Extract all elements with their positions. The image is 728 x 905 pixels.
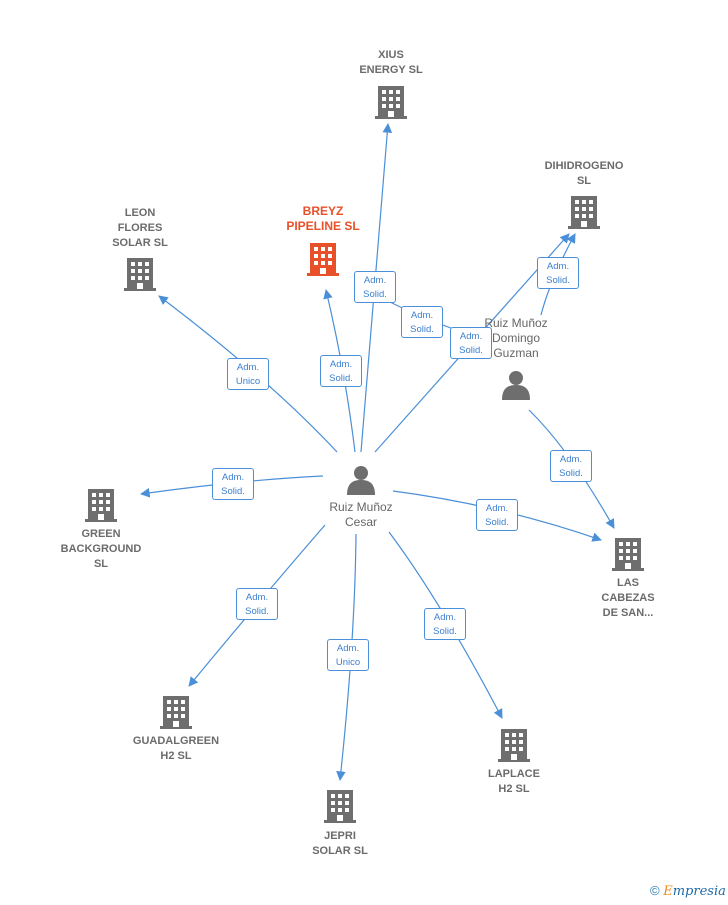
node-label-dihidrogeno[interactable]: DIHIDROGENO SL — [544, 160, 624, 187]
role-badge-text: Solid. — [221, 486, 245, 497]
building-icon-leon[interactable] — [124, 258, 156, 291]
role-badge-cesar-leon[interactable]: Adm. Unico — [227, 358, 269, 390]
building-icon-dihidrogeno[interactable] — [568, 196, 600, 229]
role-badge-cesar-dihidrogeno[interactable]: Adm. Solid. — [450, 327, 492, 359]
person-icon-domingo[interactable] — [502, 371, 530, 400]
role-badge-domingo-xius[interactable]: Adm. Solid. — [401, 306, 443, 338]
role-badge-text: Unico — [235, 376, 261, 387]
role-badge-cesar-cabezas[interactable]: Adm. Solid. — [476, 499, 518, 531]
building-icon-cabezas[interactable] — [612, 538, 644, 571]
building-icon-laplace[interactable] — [498, 729, 530, 762]
node-label-laplace[interactable]: LAPLACE H2 SL — [488, 768, 540, 795]
person-icon-cesar[interactable] — [347, 466, 375, 495]
building-icon-green[interactable] — [85, 489, 117, 522]
role-badge-cesar-xius[interactable]: Adm. Solid. — [354, 271, 396, 303]
role-badge-cesar-laplace[interactable]: Adm. Solid. — [424, 608, 466, 640]
role-badge-text: Solid. — [559, 468, 583, 479]
role-badge-text: Adm. — [546, 261, 570, 272]
role-badge-text: Solid. — [410, 324, 434, 335]
copyright-icon: © — [650, 883, 660, 898]
role-badge-cesar-jepri[interactable]: Adm. Unico — [327, 639, 369, 671]
role-badge-text: Adm. — [485, 503, 509, 514]
role-badge-text: Solid. — [433, 626, 457, 637]
role-badge-cesar-guadalgreen[interactable]: Adm. Solid. — [236, 588, 278, 620]
role-badge-text: Solid. — [485, 517, 509, 528]
role-badge-text: Adm. — [410, 310, 434, 321]
brand-logo[interactable]: Empresia — [663, 884, 726, 899]
building-icon-breyz[interactable] — [307, 243, 339, 276]
role-badge-text: Adm. — [363, 275, 387, 286]
role-badge-text: Solid. — [546, 275, 570, 286]
node-label-jepri[interactable]: JEPRI SOLAR SL — [312, 830, 368, 857]
role-badge-cesar-breyz[interactable]: Adm. Solid. — [320, 355, 362, 387]
role-badge-text: Adm. — [459, 331, 483, 342]
role-badge-domingo-dihidrogeno[interactable]: Adm. Solid. — [537, 257, 579, 289]
node-label-green[interactable]: GREEN BACKGROUND SL — [60, 528, 142, 570]
copyright-footer: © Empresia — [650, 883, 726, 899]
node-label-cesar[interactable]: Ruiz Muñoz Cesar — [329, 500, 393, 529]
node-label-cabezas[interactable]: LAS CABEZAS DE SAN... — [601, 577, 655, 619]
role-badge-text: Solid. — [459, 345, 483, 356]
role-badge-text: Adm. — [559, 454, 583, 465]
node-label-domingo[interactable]: Ruiz Muñoz Domingo Guzman — [484, 316, 548, 360]
building-icon-guadalgreen[interactable] — [160, 696, 192, 729]
role-badge-text: Unico — [335, 657, 361, 668]
role-badge-text: Adm. — [329, 359, 353, 370]
role-badge-text: Adm. — [245, 592, 269, 603]
building-icon-jepri[interactable] — [324, 790, 356, 823]
node-label-guadalgreen[interactable]: GUADALGREEN H2 SL — [132, 735, 220, 762]
role-badge-domingo-cabezas[interactable]: Adm. Solid. — [550, 450, 592, 482]
role-badge-text: Solid. — [363, 289, 387, 300]
role-badge-text: Adm. — [433, 612, 457, 623]
node-label-breyz[interactable]: BREYZ PIPELINE SL — [286, 204, 360, 233]
node-label-xius[interactable]: XIUS ENERGY SL — [359, 49, 423, 76]
node-label-leon[interactable]: LEON FLORES SOLAR SL — [112, 207, 168, 249]
role-badge-text: Adm. — [236, 362, 260, 373]
role-badge-text: Adm. — [336, 643, 360, 654]
role-badge-cesar-green[interactable]: Adm. Solid. — [212, 468, 254, 500]
role-badge-text: Adm. — [221, 472, 245, 483]
building-icon-xius[interactable] — [375, 86, 407, 119]
role-badge-text: Solid. — [245, 606, 269, 617]
role-badge-text: Solid. — [329, 373, 353, 384]
